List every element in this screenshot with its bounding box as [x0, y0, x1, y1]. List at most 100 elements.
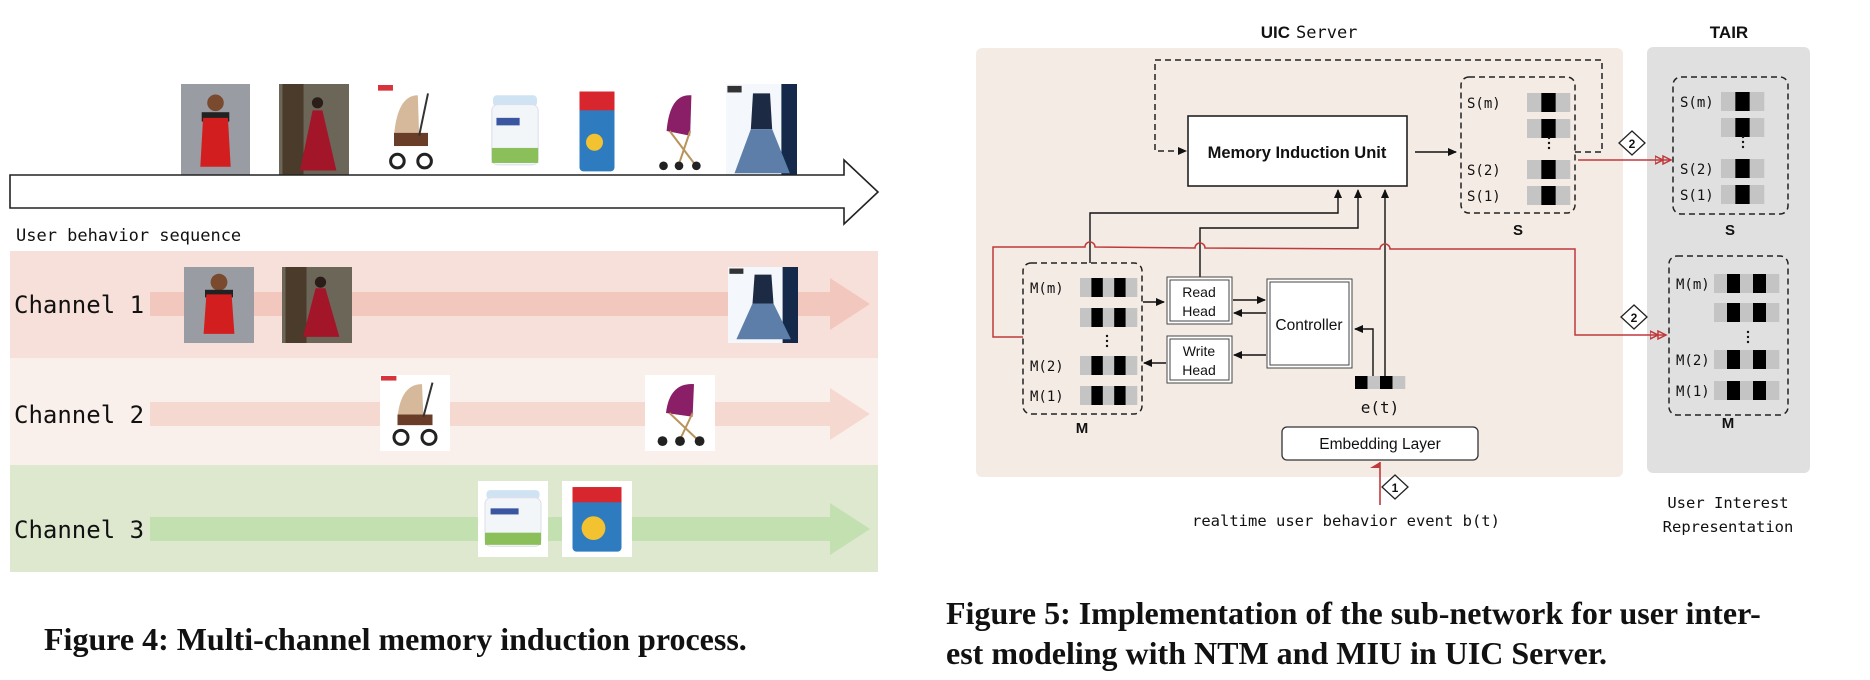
channel-1-denim-dress-icon [728, 267, 798, 343]
channel-3-label: Channel 3 [14, 516, 144, 544]
tair-s-box [1672, 76, 1789, 215]
tair-m-box [1668, 255, 1789, 416]
tair-s-name: S [1725, 222, 1735, 239]
memory-induction-unit-box [1187, 115, 1408, 187]
uic-m-vector-row [1080, 356, 1138, 375]
uic-s-box [1460, 76, 1576, 214]
ellipsis-dot [1741, 135, 1745, 139]
channel-thumbnails [184, 267, 798, 557]
step-2-badge-bottom [1620, 304, 1648, 330]
tair-s-vector-row [1721, 92, 1765, 111]
et-vector [1355, 376, 1406, 389]
ellipsis-dot [1105, 344, 1109, 348]
et-to-controller-arrow [1354, 325, 1374, 376]
tair-s-vectors: S(m) S(2) S(1) [1680, 92, 1765, 204]
embedding-layer-box [1281, 426, 1479, 461]
channel-2-label: Channel 2 [14, 401, 144, 429]
ellipsis-dot [1746, 330, 1750, 334]
channel-1-red-long-dress-icon [282, 267, 352, 343]
ellipsis-dot [1746, 340, 1750, 344]
uic-s-vector-row [1527, 186, 1571, 205]
tair-m-row-label: M(m) [1676, 277, 1710, 293]
uic-title-rest: Server [1296, 23, 1357, 43]
et-label: e(t) [1361, 398, 1400, 417]
uic-m-vector-row [1080, 308, 1138, 327]
controller-box [1266, 278, 1353, 369]
step-2-badge-top [1618, 130, 1646, 156]
milk-powder-can-icon [572, 84, 622, 178]
uic-s-row-label: S(1) [1467, 189, 1501, 205]
tair-caption-line-2: Representation [1663, 518, 1794, 536]
channel-2-baby-stroller-icon [645, 375, 715, 451]
read-head-label-1: Read [1182, 284, 1215, 300]
uic-m-vector-row [1080, 278, 1138, 297]
step-2-number-bottom: 2 [1631, 311, 1638, 325]
figure-5-caption-line-2: est modeling with NTM and MIU in UIC Ser… [946, 635, 1608, 671]
uic-s-name: S [1513, 222, 1523, 239]
tair-s-vector-row [1721, 118, 1765, 137]
step-2-number-top: 2 [1629, 137, 1636, 151]
tair-m-vector-row [1714, 274, 1780, 293]
miu-label: Memory Induction Unit [1208, 144, 1387, 162]
sequence-thumbnails [181, 84, 797, 178]
uic-m-row-label: M(2) [1030, 359, 1064, 375]
sequence-label: User behavior sequence [16, 226, 241, 246]
tair-m-vector-row [1714, 303, 1780, 322]
baby-stroller-icon [377, 84, 445, 178]
read-head-box [1166, 276, 1233, 325]
tair-s-row-label: S(2) [1680, 162, 1714, 178]
tair-s-vector-row [1721, 159, 1765, 178]
tair-m-row-label: M(1) [1676, 384, 1710, 400]
milk-powder-jar-icon [486, 84, 544, 178]
ellipsis-dot [1547, 136, 1551, 140]
figure-4 [9, 84, 880, 572]
red-dress-icon [181, 84, 250, 178]
ellipsis-dot [1741, 140, 1745, 144]
channel-2-baby-stroller-icon [380, 375, 450, 451]
channel-3-milk-powder-can-icon [562, 481, 632, 557]
uic-m-vectors: M(m)M(2)M(1) [1030, 278, 1138, 405]
write-head-box [1166, 335, 1233, 384]
channel-3-milk-powder-jar-icon [478, 481, 548, 557]
step-1-number: 1 [1392, 481, 1399, 495]
tair-m-row-label: M(2) [1676, 353, 1710, 369]
write-head-label-2: Head [1182, 362, 1215, 378]
ellipsis-dot [1746, 335, 1750, 339]
channel-1-arrow [150, 278, 870, 330]
uic-s-vector-row [1527, 119, 1571, 138]
controller-label: Controller [1275, 317, 1342, 334]
figure-5: S(m) S(2) S(1) S(m) S(2) S(1) M(m) M(2) M(1) M… [14, 23, 1810, 544]
ellipsis-dot [1547, 141, 1551, 145]
tair-s-row-label: S(m) [1680, 95, 1714, 111]
uic-s-vector-row [1527, 160, 1571, 179]
ellipsis-dot [1105, 334, 1109, 338]
tair-m-vector-row [1714, 381, 1780, 400]
m-sync-red-line [992, 241, 1666, 337]
uic-s-row-label: S(2) [1467, 163, 1501, 179]
uic-m-row-label: M(m) [1030, 281, 1064, 297]
sequence-arrow [9, 158, 880, 226]
feedback-loop-dashed [1154, 59, 1603, 155]
ellipsis-dot [1741, 145, 1745, 149]
channel-2-arrow [150, 388, 870, 440]
readhead-to-miu-line [1199, 189, 1362, 277]
red-long-dress-icon [279, 84, 349, 178]
uic-m-name: M [1076, 420, 1089, 437]
figure-4-caption: Figure 4: Multi-channel memory induction… [44, 621, 747, 657]
step-1-badge [1381, 474, 1409, 500]
uic-title-bold: UIC [1261, 23, 1290, 42]
write-head-label-1: Write [1183, 343, 1216, 359]
channel-1-red-dress-icon [184, 267, 254, 343]
tair-m-vectors: M(m) M(2) M(1) [1676, 274, 1780, 400]
read-head-label-2: Head [1182, 303, 1215, 319]
uic-m-box [1022, 262, 1143, 415]
tair-s-vector-row [1721, 185, 1765, 204]
ellipsis-dot [1105, 339, 1109, 343]
uic-s-vector-row [1527, 93, 1571, 112]
uic-m-vector-row [1080, 386, 1138, 405]
embedding-layer-label: Embedding Layer [1319, 436, 1441, 453]
denim-dress-icon [726, 84, 797, 178]
tair-s-row-label: S(1) [1680, 188, 1714, 204]
